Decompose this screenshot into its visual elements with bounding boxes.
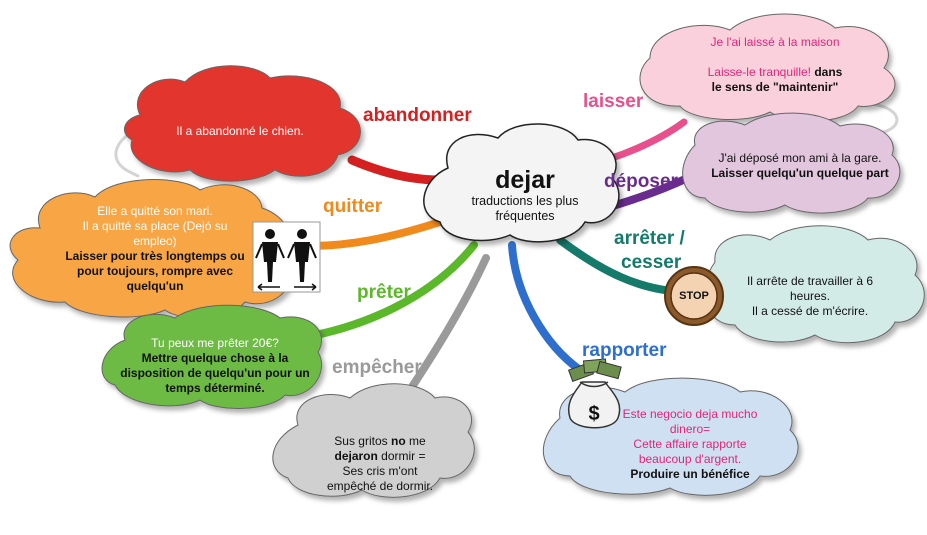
label-deposer: déposer — [604, 171, 678, 192]
empecher-part-5: dormir = — [377, 449, 426, 463]
connector-rapporter — [508, 241, 584, 374]
label-laisser: laisser — [583, 91, 644, 112]
laisser-example-1: Je l'ai laissé à la maison — [710, 35, 840, 49]
preter-meaning: Mettre quelque chose à la disposition de… — [120, 351, 310, 395]
center-subtitle: traductions les plus fréquentes — [471, 194, 579, 223]
quitter-example-1: Elle a quitté son mari. — [97, 204, 213, 218]
money-bag-icon: $ — [567, 358, 622, 429]
cloud-quitter — [9, 179, 293, 319]
laisser-example-2: Laisse-le tranquille! — [707, 65, 812, 79]
connector-preter — [296, 241, 478, 342]
cloud-preter — [101, 304, 323, 409]
arreter-example-3: Il a cessé de m'écrire. — [751, 304, 869, 318]
preter-example: Tu peux me prêter 20€? — [151, 336, 279, 350]
arreter-text: Il arrête de travailler à 6 heures. Il a… — [730, 274, 890, 319]
quitter-text: Elle a quitté son mari. Il a quitté sa p… — [55, 204, 255, 294]
rapporter-es-1: Este negocio deja mucho — [622, 407, 758, 421]
arreter-example-1: Il arrête de travailler à 6 — [746, 274, 874, 288]
deposer-text: J'ai déposé mon ami à la gare. Laisser q… — [700, 151, 900, 181]
deposer-example: J'ai déposé mon ami à la gare. — [718, 151, 882, 165]
rapporter-fr-2: beaucoup d'argent. — [638, 452, 742, 466]
cloud-empecher — [272, 383, 475, 498]
deposer-meaning: Laisser quelqu'un quelque part — [711, 166, 889, 180]
rapporter-es-2: dinero= — [669, 422, 711, 436]
label-cesser: cesser — [621, 252, 682, 273]
center-title: dejar — [495, 166, 555, 194]
abandonner-text: Il a abandonné le chien. — [145, 124, 335, 139]
rapporter-meaning: Produire un bénéfice — [630, 467, 750, 481]
cloud-laisser — [639, 13, 896, 122]
connector-quitter — [306, 218, 444, 250]
arreter-example-2: heures. — [789, 289, 831, 303]
people-leaving-icon — [252, 221, 321, 293]
label-empecher: empêcher — [332, 357, 422, 378]
empecher-part-2: no — [391, 434, 406, 448]
abandonner-example: Il a abandonné le chien. — [176, 124, 304, 138]
empecher-text: Sus gritos no me dejaron dormir = Ses cr… — [294, 434, 466, 494]
center-node: dejar traductions les plus fréquentes — [440, 166, 610, 224]
empecher-part-3: me — [405, 434, 426, 448]
label-quitter: quitter — [323, 196, 383, 217]
empecher-part-6: Ses cris m'ont — [342, 464, 418, 478]
cloud-deposer — [682, 112, 901, 214]
quitter-example-2: Il a quitté sa place (Dejó su empleo) — [82, 219, 228, 248]
cloud-arreter — [704, 225, 925, 344]
label-preter: prêter — [357, 282, 411, 303]
empecher-part-4: dejaron — [334, 449, 378, 463]
label-rapporter: rapporter — [582, 340, 667, 361]
laisser-text: Je l'ai laissé à la maison Laisse-le tra… — [670, 35, 880, 95]
laisser-example-4: le sens de "maintenir" — [711, 80, 839, 94]
cloud-abandonner — [123, 65, 361, 182]
empecher-part-1: Sus gritos — [334, 434, 391, 448]
label-arreter: arrêter / — [614, 228, 685, 249]
label-abandonner: abandonner — [363, 105, 472, 126]
preter-text: Tu peux me prêter 20€? Mettre quelque ch… — [110, 336, 320, 396]
rapporter-text: Este negocio deja mucho dinero= Cette af… — [600, 407, 780, 482]
svg-text:$: $ — [588, 403, 599, 425]
connector-abandonner — [347, 155, 445, 185]
quitter-meaning: Laisser pour très longtemps ou pour touj… — [65, 249, 245, 293]
cloud-center — [423, 123, 620, 243]
stop-sign-icon — [664, 266, 724, 326]
empecher-part-7: empêché de dormir. — [326, 479, 434, 493]
rapporter-fr-1: Cette affaire rapporte — [633, 437, 747, 451]
laisser-example-3: dans — [811, 65, 843, 79]
stop-sign-label: STOP — [679, 290, 709, 302]
